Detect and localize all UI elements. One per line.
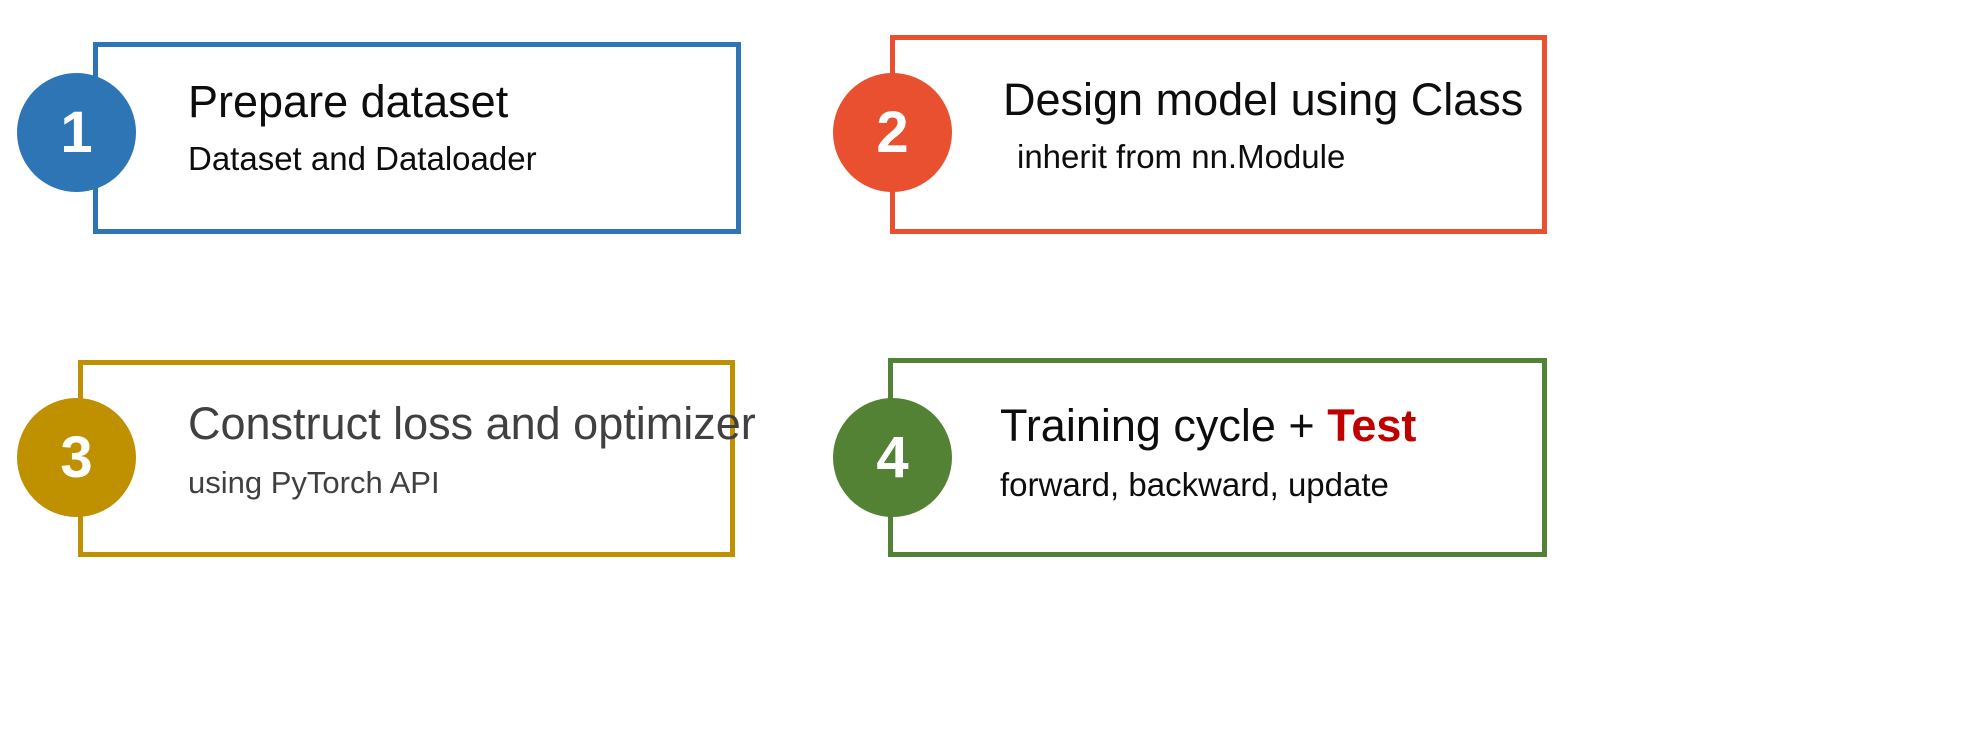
- step-card-3[interactable]: 3 Construct loss and optimizer using PyT…: [0, 320, 760, 570]
- step-title-prefix-4: Training cycle +: [1000, 400, 1328, 451]
- step-subtitle-2: inherit from nn.Module: [1017, 138, 1346, 176]
- step-number-badge-4: 4: [833, 398, 952, 517]
- step-text-group-2: Design model using Class inherit from nn…: [1003, 76, 1523, 175]
- step-card-4[interactable]: 4 Training cycle + Test forward, backwar…: [810, 320, 1570, 570]
- step-title-4: Training cycle + Test: [1000, 402, 1416, 449]
- step-card-1[interactable]: 1 Prepare dataset Dataset and Dataloader: [0, 0, 760, 250]
- step-subtitle-1: Dataset and Dataloader: [188, 140, 537, 178]
- step-title-3: Construct loss and optimizer: [188, 398, 756, 449]
- step-title-highlight-test: Test: [1327, 400, 1417, 451]
- step-number-badge-3: 3: [17, 398, 136, 517]
- step-number-label-1: 1: [60, 99, 93, 165]
- step-title-2: Design model using Class: [1003, 74, 1524, 125]
- step-text-group-3: Construct loss and optimizer using PyTor…: [188, 400, 756, 500]
- step-text-group-4: Training cycle + Test forward, backward,…: [1000, 402, 1416, 503]
- step-number-label-3: 3: [60, 424, 93, 490]
- step-card-2[interactable]: 2 Design model using Class inherit from …: [810, 0, 1570, 250]
- step-number-label-4: 4: [876, 424, 909, 490]
- step-title-1: Prepare dataset: [188, 76, 509, 127]
- step-text-group-1: Prepare dataset Dataset and Dataloader: [188, 78, 537, 177]
- step-number-badge-1: 1: [17, 73, 136, 192]
- step-number-label-2: 2: [876, 99, 909, 165]
- step-subtitle-4: forward, backward, update: [1000, 466, 1389, 504]
- step-number-badge-2: 2: [833, 73, 952, 192]
- step-subtitle-3: using PyTorch API: [188, 465, 440, 501]
